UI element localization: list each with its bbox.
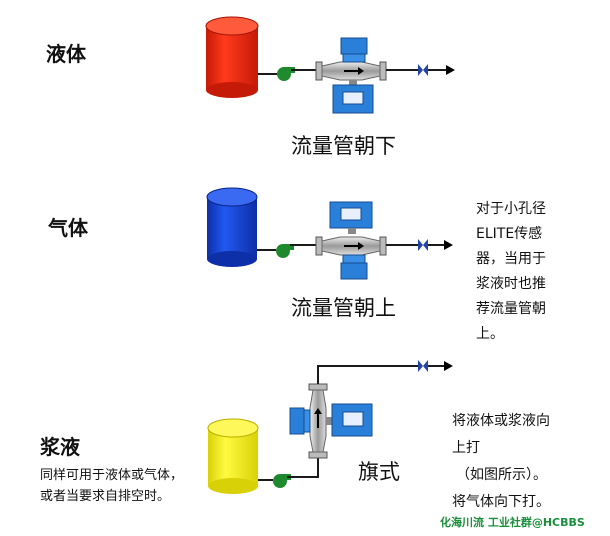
slurry-system xyxy=(207,360,453,494)
liquid-flowmeter-icon xyxy=(315,37,387,114)
gas-flowmeter-icon xyxy=(315,201,387,280)
slurry-valve-icon xyxy=(418,360,428,372)
gas-system xyxy=(206,187,453,280)
label-slurry: 浆液 xyxy=(40,435,80,459)
slurry-pump-icon xyxy=(273,474,291,488)
caption-tube-up: 流量管朝上 xyxy=(291,296,396,320)
note-elite-line: 浆液时也推 xyxy=(476,276,546,292)
note-slurry: 同样可用于液体或气体， 或者当要求自排空时。 xyxy=(40,465,183,507)
watermark: 化海川流 工业社群@HCBBS xyxy=(440,516,585,529)
note-flag-line: 上打 xyxy=(452,440,480,456)
note-flag: 将液体或浆液向 上打 （如图所示）。 将气体向下打。 xyxy=(452,408,550,516)
label-liquid: 液体 xyxy=(46,42,86,66)
note-elite-line: 器，当用于 xyxy=(476,251,546,267)
gas-tank xyxy=(206,187,258,267)
note-elite-line: 对于小孔径 xyxy=(476,201,546,217)
note-flag-line: 将气体向下打。 xyxy=(452,494,550,510)
caption-flag: 旗式 xyxy=(358,460,400,484)
slurry-tank xyxy=(207,418,259,494)
note-elite-line: 上。 xyxy=(476,326,504,342)
note-elite-line: 荐流量管朝 xyxy=(476,301,546,317)
label-gas: 气体 xyxy=(48,216,88,240)
note-flag-line: （如图所示）。 xyxy=(456,467,547,483)
gas-flow-arrow-icon xyxy=(444,240,453,250)
liquid-pump-icon xyxy=(277,67,295,81)
note-elite: 对于小孔径 ELITE传感 器，当用于 浆液时也推 荐流量管朝 上。 xyxy=(476,197,546,347)
gas-valve-icon xyxy=(418,239,428,251)
liquid-valve-icon xyxy=(418,64,428,76)
slurry-flow-arrow-icon xyxy=(444,361,453,371)
note-elite-line: ELITE传感 xyxy=(476,226,543,242)
note-slurry-line: 同样可用于液体或气体， xyxy=(40,468,184,483)
gas-pump-icon xyxy=(276,244,294,258)
liquid-flow-arrow-icon xyxy=(446,65,455,75)
liquid-tank xyxy=(205,16,259,98)
caption-tube-down: 流量管朝下 xyxy=(291,134,396,158)
liquid-system xyxy=(205,16,455,114)
slurry-flowmeter-icon xyxy=(289,383,373,459)
note-flag-line: 将液体或浆液向 xyxy=(452,413,550,429)
note-slurry-line: 或者当要求自排空时。 xyxy=(40,489,171,504)
